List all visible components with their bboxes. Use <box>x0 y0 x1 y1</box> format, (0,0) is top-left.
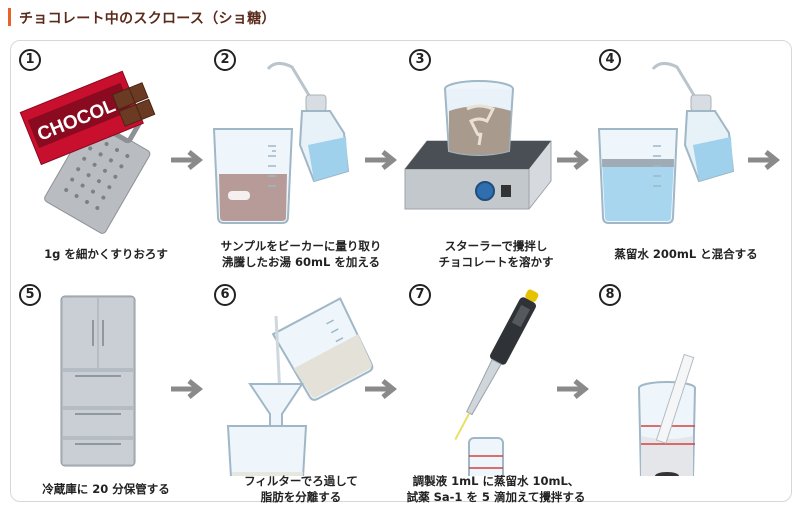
refrigerator-illustration <box>60 295 136 467</box>
page-title: チョコレート中のスクロース（ショ糖） <box>19 11 276 27</box>
step-number: 4 <box>599 49 621 71</box>
beaker-icon <box>212 128 294 224</box>
pouring-beaker-icon <box>271 297 374 401</box>
step-5: 5 冷蔵庫に 20 分保管する <box>11 276 201 505</box>
step-number: 1 <box>19 49 41 71</box>
step-1: 1 CHOCOL <box>11 41 201 271</box>
step-number: 3 <box>409 49 431 71</box>
step-caption: 蒸留水 200mL と混合する <box>614 247 758 261</box>
step-caption: フィルターでろ過して 脂肪を分離する <box>244 474 358 504</box>
chocolate-bar-icon: CHOCOL <box>19 70 156 166</box>
wash-bottle-icon <box>266 62 350 183</box>
beaker-icon <box>226 425 308 476</box>
step-caption: スターラーで攪拌し チョコレートを溶かす <box>438 239 554 269</box>
title-bar: チョコレート中のスクロース（ショ糖） <box>0 0 800 34</box>
beaker-icon <box>444 80 514 156</box>
arrow-right-icon <box>748 150 781 170</box>
step-number: 5 <box>19 284 41 306</box>
step-caption: 調製液 1mL に蒸留水 10mL、 試薬 Sa-1 を 5 滴加えて攪拌する <box>406 474 586 504</box>
step-number: 6 <box>214 284 236 306</box>
beaker-icon <box>597 128 679 224</box>
step-2: 2 サンプルをビーカーに量り取り 沸騰したお湯 60mL を加 <box>206 41 396 271</box>
refrigerator-icon <box>60 295 136 467</box>
arrow-right-icon <box>171 379 204 399</box>
stirrer-illustration <box>404 80 552 210</box>
test-tube-icon <box>468 437 504 476</box>
arrow-right-icon <box>171 150 204 170</box>
micropipette-icon <box>454 289 539 441</box>
step-8: 8 <box>591 276 781 505</box>
arrow-right-icon <box>365 379 398 399</box>
step-number: 2 <box>214 49 236 71</box>
arrow-right-icon <box>557 150 590 170</box>
beaker-hot-water-illustration <box>212 62 350 224</box>
arrow-right-icon <box>365 150 398 170</box>
title-accent-bar <box>8 8 11 26</box>
step-3: 3 スターラーで攪拌し チョコレートを溶かす <box>401 41 591 271</box>
magnetic-stirrer-icon <box>404 140 552 210</box>
test-strip-illustration <box>638 353 696 476</box>
test-strip-icon <box>655 353 695 444</box>
step-7: 7 調製液 1mL に蒸留水 10mL、 試薬 Sa-1 を 5 滴加えて攪拌す… <box>401 276 591 505</box>
beaker-mixing-illustration <box>597 62 735 224</box>
wash-bottle-icon <box>651 62 735 183</box>
step-number: 8 <box>599 284 621 306</box>
step-caption: 冷蔵庫に 20 分保管する <box>42 482 170 496</box>
pipette-illustration <box>454 289 539 476</box>
step-4: 4 蒸留水 200mL と混合する <box>591 41 781 271</box>
step-caption: サンプルをビーカーに量り取り 沸騰したお湯 60mL を加える <box>220 239 382 269</box>
grating-chocolate-illustration: CHOCOL <box>19 70 156 234</box>
procedure-panel: 1 CHOCOL <box>10 40 792 505</box>
step-6: 6 フィルターでろ過して 脂肪を分離する <box>206 276 396 505</box>
step-number: 7 <box>409 284 431 306</box>
filtration-illustration <box>226 297 374 476</box>
arrow-right-icon <box>557 379 590 399</box>
step-caption: 1g を細かくすりおろす <box>44 247 168 261</box>
